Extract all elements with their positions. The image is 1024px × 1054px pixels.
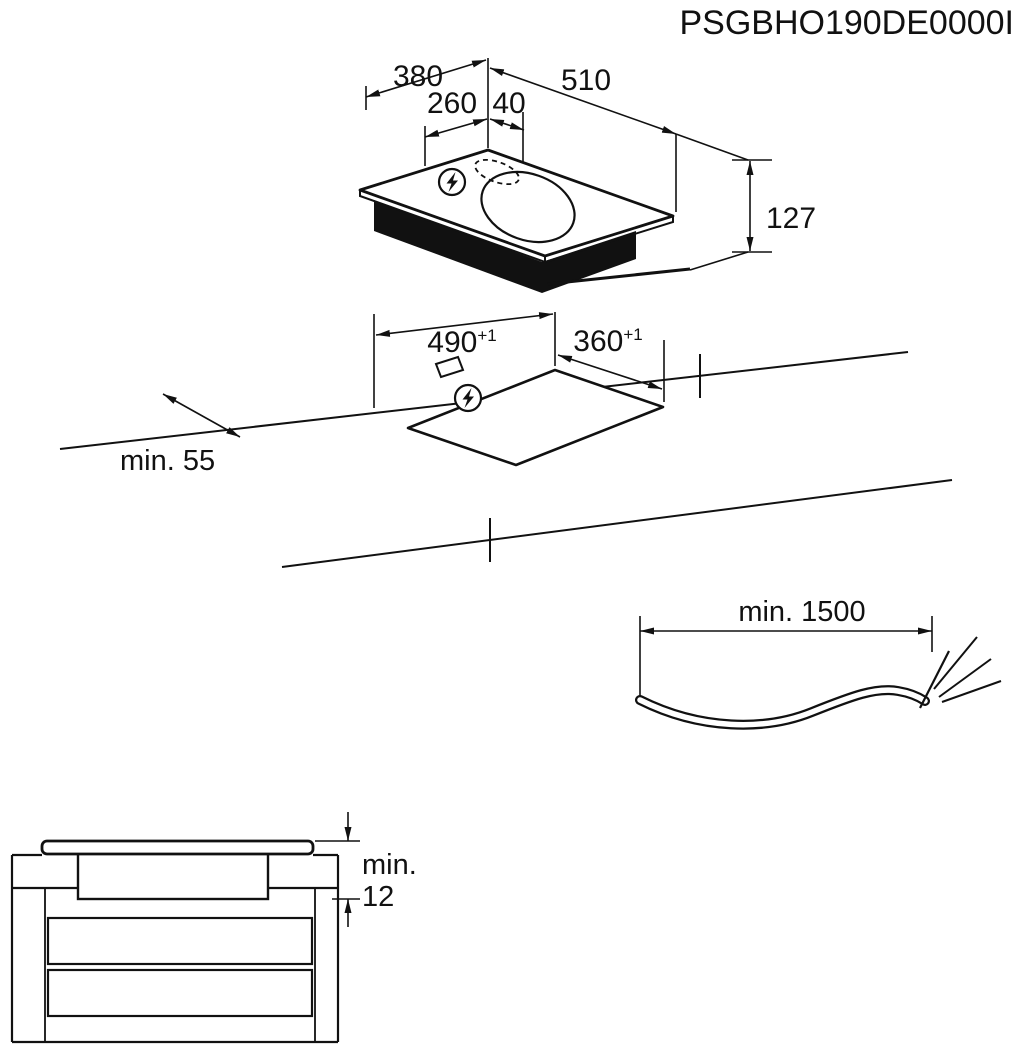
- worktop-edge-line: [547, 267, 691, 286]
- model-code-label: PSGBHO190DE0000I: [679, 4, 1014, 42]
- drawer-front-lower: [46, 968, 314, 1018]
- dimension-line-380: [365, 59, 487, 98]
- dim-260-label: 260: [427, 87, 477, 120]
- power-connection-icon: [453, 383, 483, 413]
- drawer-front-upper: [46, 916, 314, 966]
- dim-40-label: 40: [492, 87, 525, 120]
- dim-360-label: 360+1: [573, 325, 642, 358]
- cable-inner: [637, 687, 928, 728]
- hob-glass-edge: [359, 190, 674, 264]
- dim-127-label: 127: [766, 202, 816, 235]
- cable-wire: [933, 636, 978, 690]
- dim-min55-label: min. 55: [120, 445, 215, 477]
- mains-cable-view: min. 1500: [635, 596, 1002, 730]
- dim-490-value: 490: [427, 326, 477, 359]
- dim-490-label: 490+1: [427, 326, 496, 359]
- worktop-front-line: [281, 479, 953, 568]
- worktop-cutout-view: 490+1 360+1 min. 55: [59, 312, 953, 568]
- inner-zone-dashed-circle: [474, 158, 520, 186]
- hob-body-left-face: [374, 200, 542, 293]
- power-connection-icon: [437, 167, 467, 197]
- dim-min12-label: min.: [362, 849, 417, 881]
- reference-line-top: [675, 133, 749, 161]
- cooking-zone-circle: [480, 170, 576, 244]
- dimension-line-260: [424, 118, 488, 138]
- hob-body-right-face: [542, 231, 636, 293]
- hob-body-section: [76, 851, 270, 901]
- dim-360-tolerance: +1: [623, 325, 642, 344]
- dim-min12-value: 12: [362, 881, 394, 913]
- terminal-box: [434, 355, 465, 379]
- dim-490-tolerance: +1: [477, 326, 496, 345]
- dim-360-value: 360: [573, 325, 623, 358]
- cabinet-section-view: min. 12: [10, 812, 417, 1044]
- cable-wire: [938, 658, 992, 698]
- dimension-line-min55: [162, 393, 241, 438]
- dimension-line-40: [489, 118, 525, 131]
- dim-510-label: 510: [561, 64, 611, 97]
- cable-wire: [941, 680, 1002, 703]
- hob-glass-section: [40, 839, 315, 856]
- isometric-hob-view: 380 260 40 510 127: [358, 58, 816, 293]
- cable-sheath-cut-line: [919, 650, 950, 709]
- isometric-dimensions: 380 260 40 510 127: [365, 58, 816, 271]
- dimension-line-510: [489, 67, 677, 135]
- cutout-outline: [406, 368, 665, 467]
- dim-380-label: 380: [393, 60, 443, 93]
- reference-line-bottom: [689, 251, 749, 271]
- dim-min1500-label: min. 1500: [738, 596, 865, 628]
- dimension-line-490: [375, 312, 554, 337]
- dimension-line-360: [557, 354, 663, 390]
